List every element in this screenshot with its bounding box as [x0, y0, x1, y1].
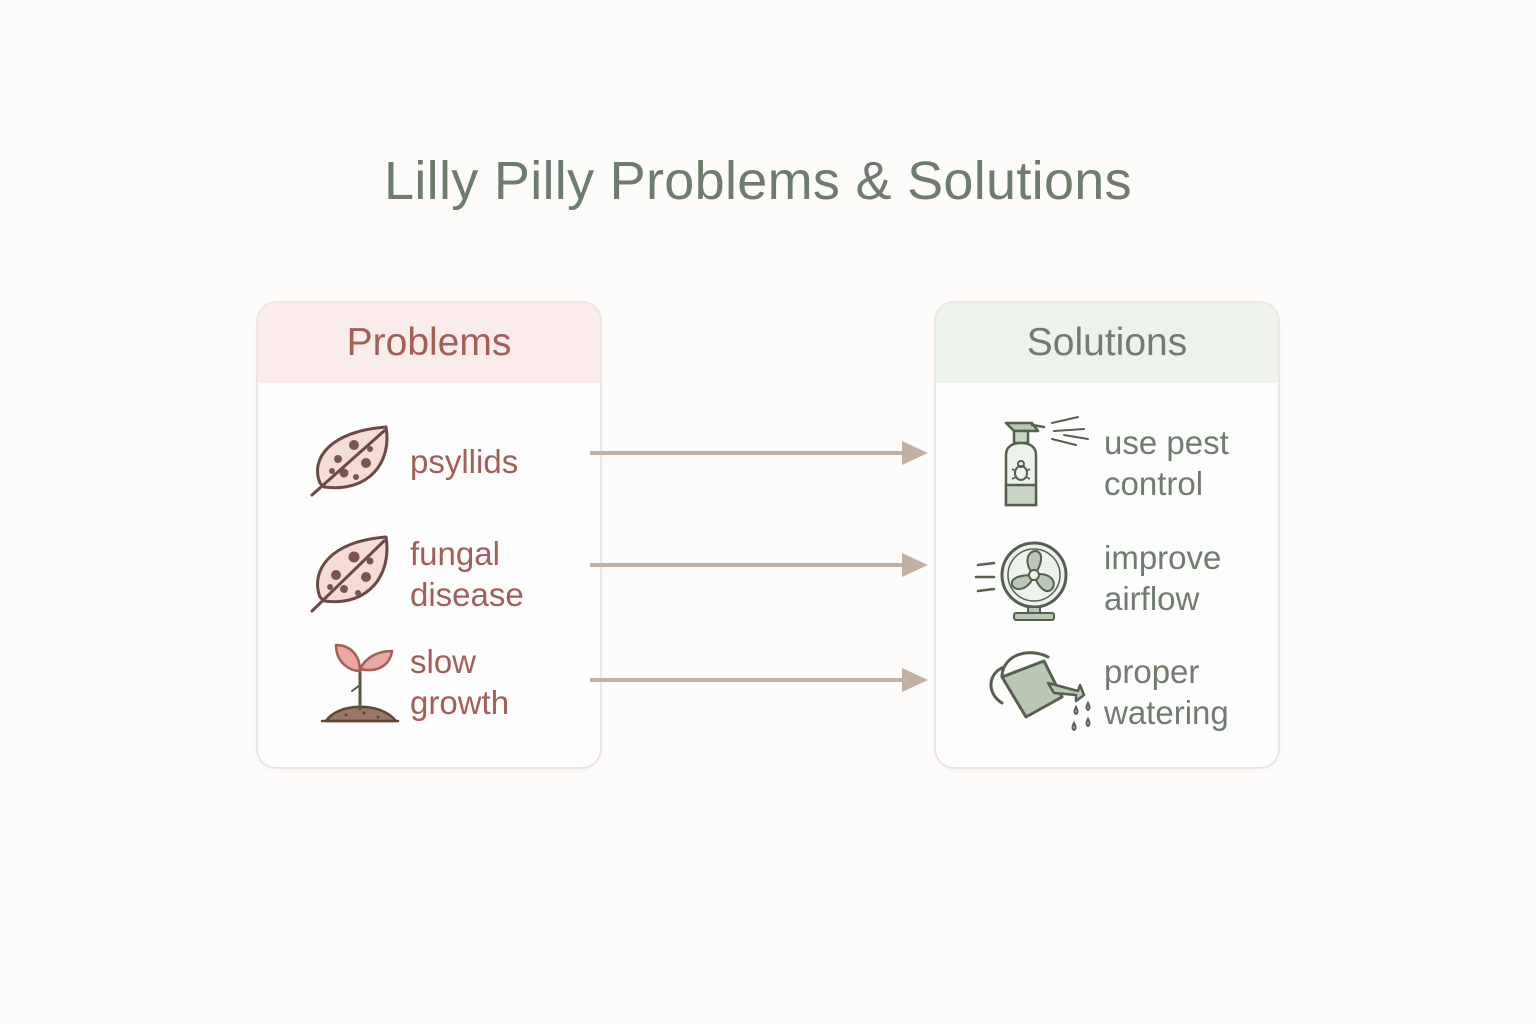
page-title: Lilly Pilly Problems & Solutions — [384, 151, 1132, 211]
solution-label: proper watering — [1104, 653, 1229, 731]
solutions-header: Solutions — [936, 303, 1278, 383]
arrow-2 — [590, 553, 928, 577]
solution-item-pest-control: use pest control — [992, 415, 1229, 511]
watering-can-icon — [989, 651, 1091, 732]
solution-label: use pest control — [1104, 424, 1229, 502]
problem-item-slow-growth: slow growth — [320, 639, 509, 725]
spray-bottle-icon — [1004, 416, 1089, 507]
diseased-leaf-icon — [310, 535, 389, 613]
solution-label: improve airflow — [1104, 539, 1222, 617]
fan-icon — [974, 541, 1068, 621]
seedling-icon — [320, 643, 400, 723]
spotted-leaf-icon — [310, 425, 389, 497]
solution-item-proper-watering: proper watering — [984, 647, 1229, 737]
problem-item-psyllids: psyllids — [308, 421, 518, 501]
solution-item-improve-airflow: improve airflow — [974, 535, 1221, 621]
arrow-3 — [590, 668, 928, 692]
arrow-1 — [590, 441, 928, 465]
problems-header: Problems — [258, 303, 600, 383]
problem-item-fungal-disease: fungal disease — [308, 531, 524, 617]
problem-label: slow growth — [410, 643, 510, 721]
problems-card: Problems psyllids fungal disease — [258, 303, 600, 767]
problem-label: fungal disease — [410, 535, 524, 613]
problem-label: psyllids — [410, 442, 519, 480]
solutions-card: Solutions use pest control — [936, 303, 1278, 767]
